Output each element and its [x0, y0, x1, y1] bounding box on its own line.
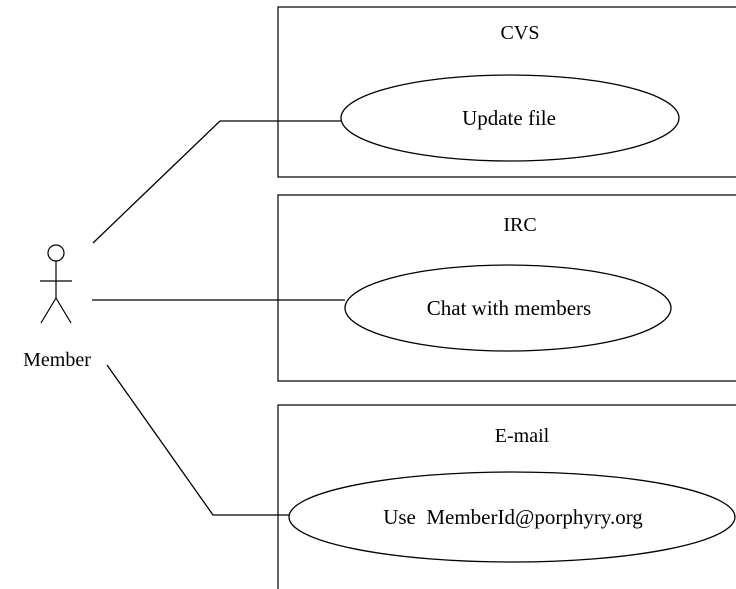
actor-label: Member: [23, 349, 91, 371]
use-case-ellipse-chat-with-members: [344, 264, 672, 352]
use-case-chat-with-members[interactable]: Chat with members: [344, 264, 672, 352]
stick-figure-icon: [40, 244, 72, 324]
actor-left-leg: [40, 297, 57, 324]
association-line-cvs: [92, 120, 342, 244]
actor-right-leg: [55, 297, 72, 324]
association-line-email: [106, 364, 289, 516]
system-title-cvs: CVS: [501, 22, 540, 44]
system-title-irc: IRC: [503, 214, 536, 236]
use-case-ellipse-use-email-address: [288, 471, 736, 563]
use-case-label-use-email-address: Use MemberId@porphyry.org: [383, 505, 643, 529]
use-case-use-email-address[interactable]: Use MemberId@porphyry.org: [288, 471, 736, 563]
system-title-email: E-mail: [495, 425, 550, 447]
actor-member[interactable]: Member: [23, 244, 91, 371]
use-case-ellipse-update-file: [340, 74, 680, 162]
use-case-label-chat-with-members: Chat with members: [427, 296, 591, 320]
use-case-update-file[interactable]: Update file: [340, 74, 680, 162]
actor-head: [47, 244, 65, 262]
use-case-label-update-file: Update file: [462, 106, 556, 130]
